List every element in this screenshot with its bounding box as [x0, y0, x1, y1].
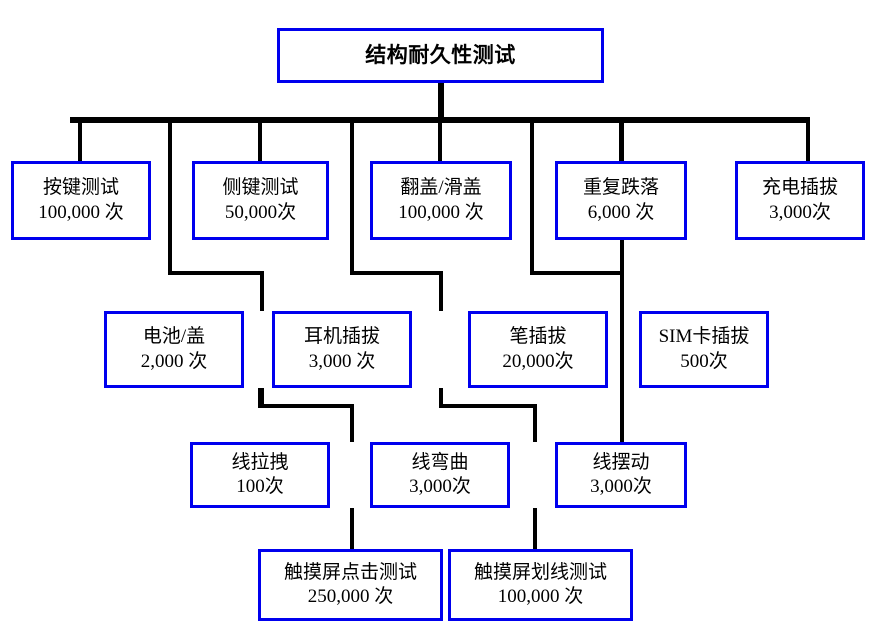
connector-earphone-stem	[260, 388, 264, 408]
node-cable-bend[interactable]: 线弯曲 3,000次	[370, 442, 510, 508]
connector-drop-cable-bend	[350, 404, 354, 442]
node-charge-plug[interactable]: 充电插拔 3,000次	[735, 161, 865, 240]
node-cable-swing-title: 线摆动	[592, 451, 650, 473]
node-cable-swing-value: 3,000次	[590, 476, 652, 497]
node-cable-pull[interactable]: 线拉拽 100次	[190, 442, 330, 508]
node-touch-swipe-value: 100,000 次	[497, 586, 584, 607]
node-pen-plug-title: 笔插拔	[509, 326, 567, 348]
node-flip-slide[interactable]: 翻盖/滑盖 100,000 次	[370, 161, 512, 240]
connector-battery-cover-stem	[168, 240, 172, 275]
node-earphone-plug-title: 耳机插拔	[303, 326, 380, 348]
node-battery-cover-value: 2,000 次	[140, 350, 208, 372]
node-charge-plug-title: 充电插拔	[761, 177, 838, 199]
node-side-key-test-value: 50,000次	[224, 201, 297, 223]
connector-drop-flip-slide	[438, 121, 442, 163]
node-key-test[interactable]: 按键测试 100,000 次	[11, 161, 151, 240]
node-root-label: 结构耐久性测试	[365, 43, 516, 68]
node-charge-plug-value: 3,000次	[769, 201, 831, 223]
node-pen-plug[interactable]: 笔插拔 20,000次	[468, 311, 608, 388]
node-flip-slide-title: 翻盖/滑盖	[400, 177, 482, 199]
node-root[interactable]: 结构耐久性测试	[277, 28, 604, 83]
node-repeat-drop-value: 6,000 次	[587, 201, 655, 223]
node-side-key-test-title: 侧键测试	[222, 177, 299, 199]
node-side-key-test[interactable]: 侧键测试 50,000次	[192, 161, 329, 240]
connector-elbow-cable-bend	[258, 404, 354, 408]
node-touch-swipe[interactable]: 触摸屏划线测试 100,000 次	[448, 549, 633, 621]
connector-drop-touch-tap	[350, 508, 354, 550]
connector-drop-pen-branch	[350, 121, 354, 275]
connector-drop-cable-swing	[620, 121, 624, 443]
node-repeat-drop-title: 重复跌落	[582, 177, 659, 199]
node-earphone-plug-value: 3,000 次	[308, 350, 376, 372]
connector-drop-pen-to-row4	[439, 388, 443, 408]
node-sim-plug[interactable]: SIM卡插拔 500次	[639, 311, 769, 388]
connector-drop-earphone	[260, 271, 264, 311]
connector-drop-key-test	[78, 121, 82, 163]
connector-elbow-sim	[530, 271, 624, 275]
node-sim-plug-title: SIM卡插拔	[658, 326, 750, 348]
connector-drop-pen-plug	[439, 271, 443, 311]
node-cable-swing[interactable]: 线摆动 3,000次	[555, 442, 687, 508]
node-touch-tap[interactable]: 触摸屏点击测试 250,000 次	[258, 549, 443, 621]
connector-drop-charge-plug	[806, 121, 810, 163]
connector-elbow-battery	[168, 271, 264, 275]
node-cable-bend-title: 线弯曲	[411, 451, 469, 473]
node-key-test-title: 按键测试	[42, 177, 119, 199]
node-key-test-value: 100,000 次	[38, 201, 124, 223]
connector-drop-cable-swing-box	[533, 404, 537, 442]
node-cable-pull-value: 100次	[236, 476, 284, 497]
connector-drop-sim-branch	[530, 121, 534, 275]
connector-drop-battery-branch	[168, 121, 172, 275]
connector-elbow-pen	[350, 271, 443, 275]
node-flip-slide-value: 100,000 次	[398, 201, 484, 223]
node-touch-tap-value: 250,000 次	[307, 586, 394, 607]
node-touch-tap-title: 触摸屏点击测试	[283, 561, 417, 583]
connector-main-bus	[70, 117, 810, 123]
connector-drop-side-key	[258, 121, 262, 163]
connector-elbow-cable-swing	[439, 404, 537, 408]
connector-drop-touch-swipe	[533, 508, 537, 550]
node-earphone-plug[interactable]: 耳机插拔 3,000 次	[272, 311, 412, 388]
node-repeat-drop[interactable]: 重复跌落 6,000 次	[555, 161, 687, 240]
connector-root-stem	[438, 82, 444, 121]
node-pen-plug-value: 20,000次	[502, 350, 574, 372]
node-sim-plug-value: 500次	[680, 350, 728, 372]
node-cable-pull-title: 线拉拽	[231, 451, 289, 473]
node-battery-cover[interactable]: 电池/盖 2,000 次	[104, 311, 244, 388]
node-cable-bend-value: 3,000次	[409, 476, 471, 497]
node-touch-swipe-title: 触摸屏划线测试	[473, 561, 607, 583]
node-battery-cover-title: 电池/盖	[142, 326, 206, 348]
